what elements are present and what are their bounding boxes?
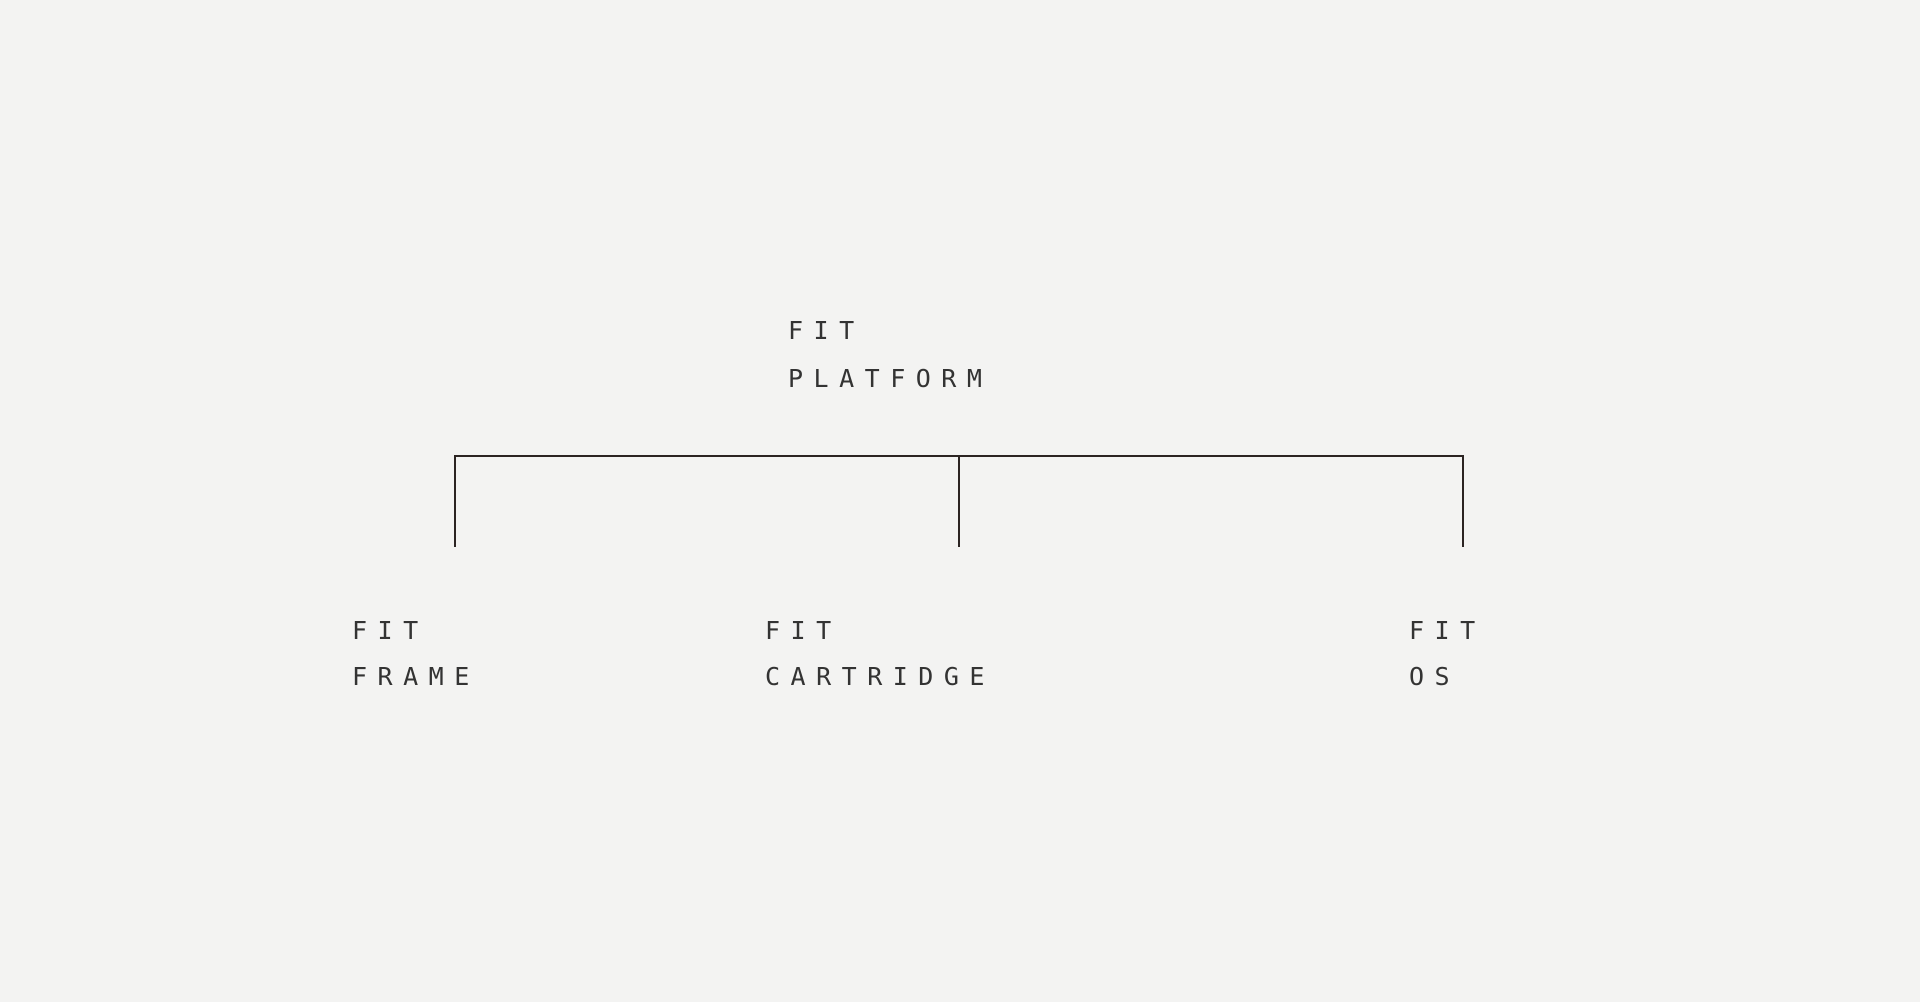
root-node-line-2: PLATFORM — [788, 364, 993, 393]
leaf-node-fit-cartridge-line-2: CARTRIDGE — [765, 662, 995, 691]
connector-drop-left — [454, 455, 456, 547]
leaf-node-fit-frame-line-2: FRAME — [352, 662, 480, 691]
leaf-node-fit-os-line-1: FIT — [1409, 616, 1486, 645]
connector-horizontal-bus — [454, 455, 1464, 457]
root-node-line-1: FIT — [788, 316, 865, 345]
leaf-node-fit-frame: FIT FRAME — [352, 608, 480, 700]
leaf-node-fit-os-line-2: OS — [1409, 662, 1461, 691]
root-node-fit-platform: FIT PLATFORM — [788, 307, 992, 403]
leaf-node-fit-cartridge: FIT CARTRIDGE — [765, 608, 995, 700]
leaf-node-fit-os: FIT OS — [1409, 608, 1486, 700]
leaf-node-fit-cartridge-line-1: FIT — [765, 616, 842, 645]
connector-drop-center — [958, 455, 960, 547]
connector-drop-right — [1462, 455, 1464, 547]
leaf-node-fit-frame-line-1: FIT — [352, 616, 429, 645]
